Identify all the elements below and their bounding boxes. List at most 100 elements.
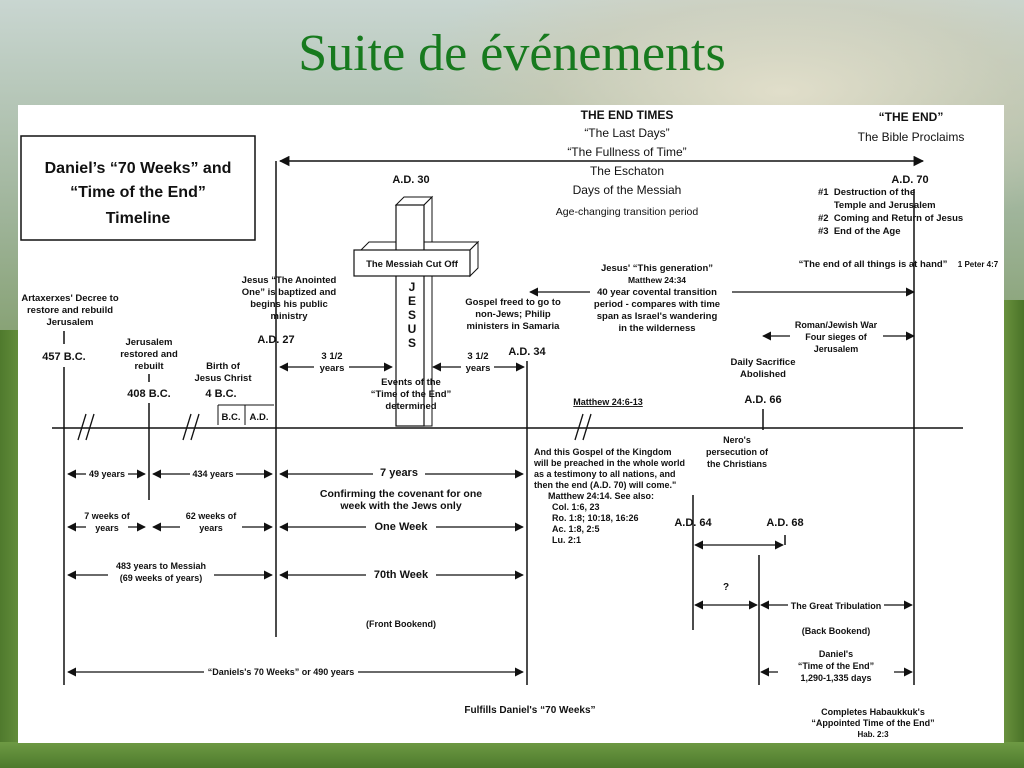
daily-sacrifice-line-2: Abolished <box>740 369 786 380</box>
title-box <box>20 135 256 241</box>
three-half-left-line-1: 3 1/2 <box>321 351 342 362</box>
ad68-label: A.D. 68 <box>766 517 803 529</box>
one-week-bg <box>366 519 436 533</box>
confirming-line-1: Confirming the covenant for one <box>320 488 482 500</box>
confirming-line-2: week with the Jews only <box>339 500 462 512</box>
background-foliage-bottom <box>0 742 1024 768</box>
cross-icon <box>353 195 480 427</box>
nero-line-1: Nero's <box>723 435 751 445</box>
one-week-label: One Week <box>375 521 429 533</box>
baptized-line-3: begins his public <box>250 299 328 310</box>
timeline-panel: Daniel’s “70 Weeks” and “Time of the End… <box>18 105 1004 743</box>
years434-bg <box>190 467 236 480</box>
gospel-freed-line-2: non-Jews; Philip <box>475 309 551 320</box>
back-bookend-label: (Back Bookend) <box>802 626 871 636</box>
habakkuk-line-3: Hab. 2:3 <box>857 730 889 739</box>
ad30-label: A.D. 30 <box>392 174 429 186</box>
end-times-line-5: Days of the Messiah <box>573 183 682 197</box>
end-times-line-1: THE END TIMES <box>581 108 674 122</box>
front-bookend-label: (Front Bookend) <box>366 619 436 629</box>
habakkuk-line-1: Completes Habaukkuk's <box>821 707 925 717</box>
events-time-end-line-2: “Time of the End” <box>371 389 452 400</box>
great-tribulation-label: The Great Tribulation <box>791 601 882 611</box>
nero-line-3: the Christians <box>707 459 767 469</box>
artaxerxes-line-1: Artaxerxes' Decree to <box>21 293 119 304</box>
daniels-time-end-line-2: “Time of the End” <box>798 661 874 671</box>
slide-title: Suite de événements <box>298 25 726 82</box>
title-box-line-1: Daniel’s “70 Weeks” and <box>45 160 232 177</box>
gospel-kingdom-line-6: Col. 1:6, 23 <box>552 502 600 512</box>
daniels-70-weeks-label: “Daniels's 70 Weeks” or 490 years <box>208 667 355 677</box>
roman-war-line-3: Jerusalem <box>814 344 859 354</box>
artaxerxes-line-3: Jerusalem <box>46 317 93 328</box>
ad-label: A.D. <box>250 412 269 423</box>
jerusalem-restored-line-3: rebuilt <box>134 361 164 372</box>
gospel-kingdom-line-4: then the end (A.D. 70) will come." <box>534 480 676 490</box>
daniels-time-end-line-1: Daniel's <box>819 649 853 659</box>
artaxerxes-line-2: restore and rebuild <box>27 305 113 316</box>
generation-line-2: Matthew 24:34 <box>628 275 686 285</box>
gospel-kingdom-line-7: Ro. 1:8; 10:18, 16:26 <box>552 513 639 523</box>
jerusalem-restored-line-2: restored and <box>120 349 178 360</box>
three-half-right-line-2: years <box>466 363 491 374</box>
ad34-label: A.D. 34 <box>508 346 546 358</box>
timeline-diagram: Daniel’s “70 Weeks” and “Time of the End… <box>20 108 999 739</box>
the-end-subtitle: The Bible Proclaims <box>858 130 965 144</box>
gospel-freed-line-3: ministers in Samaria <box>467 321 561 332</box>
generation-line-3: 40 year covental transition <box>597 287 717 298</box>
week70-bg <box>366 567 436 581</box>
end-all-things-label: “The end of all things is at hand” <box>799 259 948 270</box>
baptized-line-4: ministry <box>271 311 309 322</box>
weeks62-line-1: 62 weeks of <box>186 511 238 521</box>
ad70-event-3: #3 End of the Age <box>818 226 901 237</box>
end-times-line-2: “The Last Days” <box>584 126 669 140</box>
messiah-cut-off-label: The Messiah Cut Off <box>366 259 459 270</box>
bc457-label: 457 B.C. <box>42 351 85 363</box>
transition-period-label: Age-changing transition period <box>556 206 699 218</box>
question-label: ? <box>723 582 729 593</box>
nero-line-2: persecution of <box>706 447 769 457</box>
years7-bg <box>373 465 425 479</box>
jesus-letter-s1: S <box>408 308 416 322</box>
jesus-letter-s2: S <box>408 336 416 350</box>
peter-reference: 1 Peter 4:7 <box>958 260 999 269</box>
weeks7-line-1: 7 weeks of <box>84 511 131 521</box>
three-half-right-line-1: 3 1/2 <box>467 351 488 362</box>
matthew-24-6-label: Matthew 24:6-13 <box>573 397 643 407</box>
gospel-freed-line-1: Gospel freed to go to <box>465 297 561 308</box>
generation-line-6: in the wilderness <box>618 323 695 334</box>
habakkuk-line-2: “Appointed Time of the End” <box>811 718 934 728</box>
ad70-label: A.D. 70 <box>891 174 928 186</box>
weeks7-line-2: years <box>95 523 119 533</box>
gospel-kingdom-line-2: will be preached in the whole world <box>533 458 685 468</box>
gospel-kingdom-line-5: Matthew 24:14. See also: <box>548 491 654 501</box>
generation-line-4: period - compares with time <box>594 299 720 310</box>
jesus-letter-u: U <box>408 322 417 336</box>
bc-label: B.C. <box>222 412 241 423</box>
end-times-line-3: “The Fullness of Time” <box>567 145 686 159</box>
end-times-line-4: The Eschaton <box>590 164 664 178</box>
daniels-time-end-line-3: 1,290-1,335 days <box>800 673 871 683</box>
three-half-left-line-2: years <box>320 363 345 374</box>
gospel-kingdom-line-8: Ac. 1:8, 2:5 <box>552 524 600 534</box>
generation-line-1: Jesus' “This generation” <box>601 263 713 274</box>
events-time-end-line-3: determined <box>385 401 436 412</box>
bc408-label: 408 B.C. <box>127 388 170 400</box>
jesus-letter-j: J <box>409 280 416 294</box>
years434-label: 434 years <box>192 469 233 479</box>
years483-line-1: 483 years to Messiah <box>116 561 206 571</box>
ad70-event-1: #1 Destruction of the <box>818 187 915 198</box>
the-end-title: “THE END” <box>879 110 944 124</box>
generation-line-5: span as Israel's wandering <box>597 311 718 322</box>
jerusalem-restored-line-1: Jerusalem <box>125 337 172 348</box>
title-box-line-3: Timeline <box>106 210 171 227</box>
bc4-label: 4 B.C. <box>205 388 236 400</box>
years49-bg <box>86 467 128 480</box>
gospel-kingdom-line-1: And this Gospel of the Kingdom <box>534 447 672 457</box>
baptized-line-2: One” is baptized and <box>242 287 337 298</box>
years483-line-2: (69 weeks of years) <box>120 573 203 583</box>
daily-sacrifice-line-1: Daily Sacrifice <box>731 357 796 368</box>
birth-line-2: Jesus Christ <box>194 373 252 384</box>
gospel-kingdom-line-3: as a testimony to all nations, and <box>534 469 676 479</box>
fulfills-label: Fulfills Daniel's “70 Weeks” <box>464 705 595 716</box>
